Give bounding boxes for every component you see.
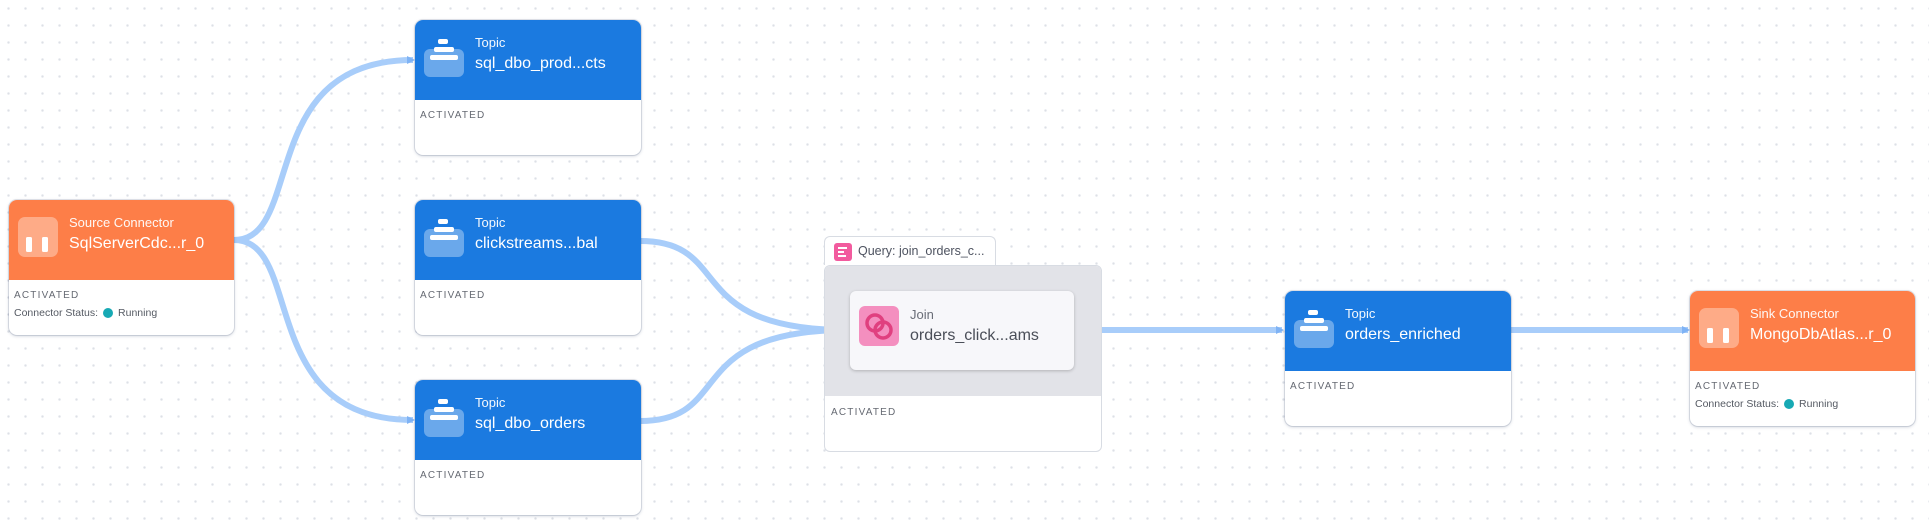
edge-source-to-orders — [233, 237, 415, 424]
connector-status-value: Running — [1799, 398, 1839, 410]
connector-status-label: Connector Status: — [1695, 398, 1780, 410]
status-text: ACTIVATED — [831, 407, 897, 418]
node-kind: Topic — [475, 215, 506, 230]
node-name: orders_enriched — [1345, 326, 1461, 343]
node-header: Topic sql_dbo_orders — [415, 380, 641, 460]
connector-plug-icon — [1699, 308, 1739, 348]
status-text: ACTIVATED — [14, 290, 80, 301]
topic-node-enriched[interactable]: Topic orders_enriched ACTIVATED — [1285, 291, 1511, 426]
query-tab[interactable]: Query: join_orders_c... — [824, 236, 996, 265]
topic-stack-icon — [424, 399, 464, 437]
join-icon — [859, 306, 899, 346]
topic-stack-icon — [1294, 310, 1334, 348]
join-node[interactable]: Join orders_click...ams — [850, 291, 1074, 370]
node-header: Source Connector SqlServerCdc...r_0 — [9, 200, 234, 280]
node-header: Topic orders_enriched — [1285, 291, 1511, 371]
edge-source-to-products — [233, 56, 415, 243]
node-kind: Source Connector — [69, 215, 174, 230]
connector-plug-icon — [18, 217, 58, 257]
edge-clickstreams-to-join — [639, 238, 850, 334]
edge-orders-to-join — [639, 326, 850, 424]
node-name: sql_dbo_prod...cts — [475, 55, 606, 72]
node-kind: Topic — [475, 395, 506, 410]
node-name: sql_dbo_orders — [475, 415, 586, 432]
status-text: ACTIVATED — [420, 290, 486, 301]
node-header: Topic clickstreams...bal — [415, 200, 641, 280]
node-name: SqlServerCdc...r_0 — [69, 235, 205, 252]
node-name: clickstreams...bal — [475, 235, 598, 252]
connector-status: Connector Status: Running — [1695, 398, 1910, 410]
status-text: ACTIVATED — [1695, 381, 1761, 392]
node-header: Sink Connector MongoDbAtlas...r_0 — [1690, 291, 1915, 371]
node-kind: Join — [910, 307, 934, 322]
status-text: ACTIVATED — [420, 110, 486, 121]
source-connector-node[interactable]: Source Connector SqlServerCdc...r_0 ACTI… — [9, 200, 234, 335]
running-status-dot — [1784, 399, 1795, 409]
sink-connector-node[interactable]: Sink Connector MongoDbAtlas...r_0 ACTIVA… — [1690, 291, 1915, 426]
status-text: ACTIVATED — [420, 470, 486, 481]
running-status-dot — [103, 308, 114, 318]
node-name: MongoDbAtlas...r_0 — [1750, 326, 1892, 343]
query-label: Query: join_orders_c... — [858, 244, 985, 258]
connector-status: Connector Status: Running — [14, 307, 229, 319]
node-kind: Topic — [475, 35, 506, 50]
topic-stack-icon — [424, 219, 464, 257]
connector-status-label: Connector Status: — [14, 307, 99, 319]
topic-node-products[interactable]: Topic sql_dbo_prod...cts ACTIVATED — [415, 20, 641, 155]
connector-status-value: Running — [118, 307, 158, 319]
topic-stack-icon — [424, 39, 464, 77]
topic-node-orders[interactable]: Topic sql_dbo_orders ACTIVATED — [415, 380, 641, 515]
status-text: ACTIVATED — [1290, 381, 1356, 392]
node-kind: Topic — [1345, 306, 1376, 321]
topic-node-clickstreams[interactable]: Topic clickstreams...bal ACTIVATED — [415, 200, 641, 335]
query-icon — [834, 243, 852, 261]
node-kind: Sink Connector — [1750, 306, 1839, 321]
node-header: Topic sql_dbo_prod...cts — [415, 20, 641, 100]
node-name: orders_click...ams — [910, 327, 1039, 344]
